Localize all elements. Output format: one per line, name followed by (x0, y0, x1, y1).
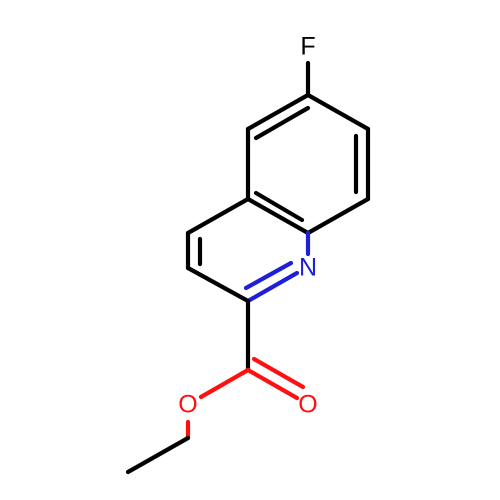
bond-n1-c2-double (243, 260, 294, 291)
bond-lines (125, 60, 371, 475)
bond-methylene-methyl (125, 435, 191, 475)
bond-c5-c6 (245, 92, 311, 132)
bond-c3-c2 (185, 265, 251, 304)
ether-oxygen-atom-label: O (178, 391, 197, 419)
bond-c8a-c4a (245, 196, 311, 236)
bond-carbonyl-oxygen-a (245, 367, 300, 401)
bond-c6-c7 (305, 92, 371, 132)
bond-c5-c6-double (253, 105, 311, 141)
atom-labels: F N O O (178, 33, 317, 419)
bond-c8a-c4a-double (253, 190, 305, 223)
bond-n1-c2 (245, 270, 300, 304)
carbonyl-oxygen-atom-label: O (298, 391, 317, 419)
bond-c4a-c4 (185, 196, 251, 236)
fluorine-atom-label: F (300, 33, 315, 61)
bond-c8-c8a (305, 196, 371, 236)
bond-carbonyl-ether-oxygen (198, 367, 251, 400)
bond-carbonyl-oxygen-b (251, 356, 306, 390)
nitrogen-atom-label: N (299, 254, 317, 282)
